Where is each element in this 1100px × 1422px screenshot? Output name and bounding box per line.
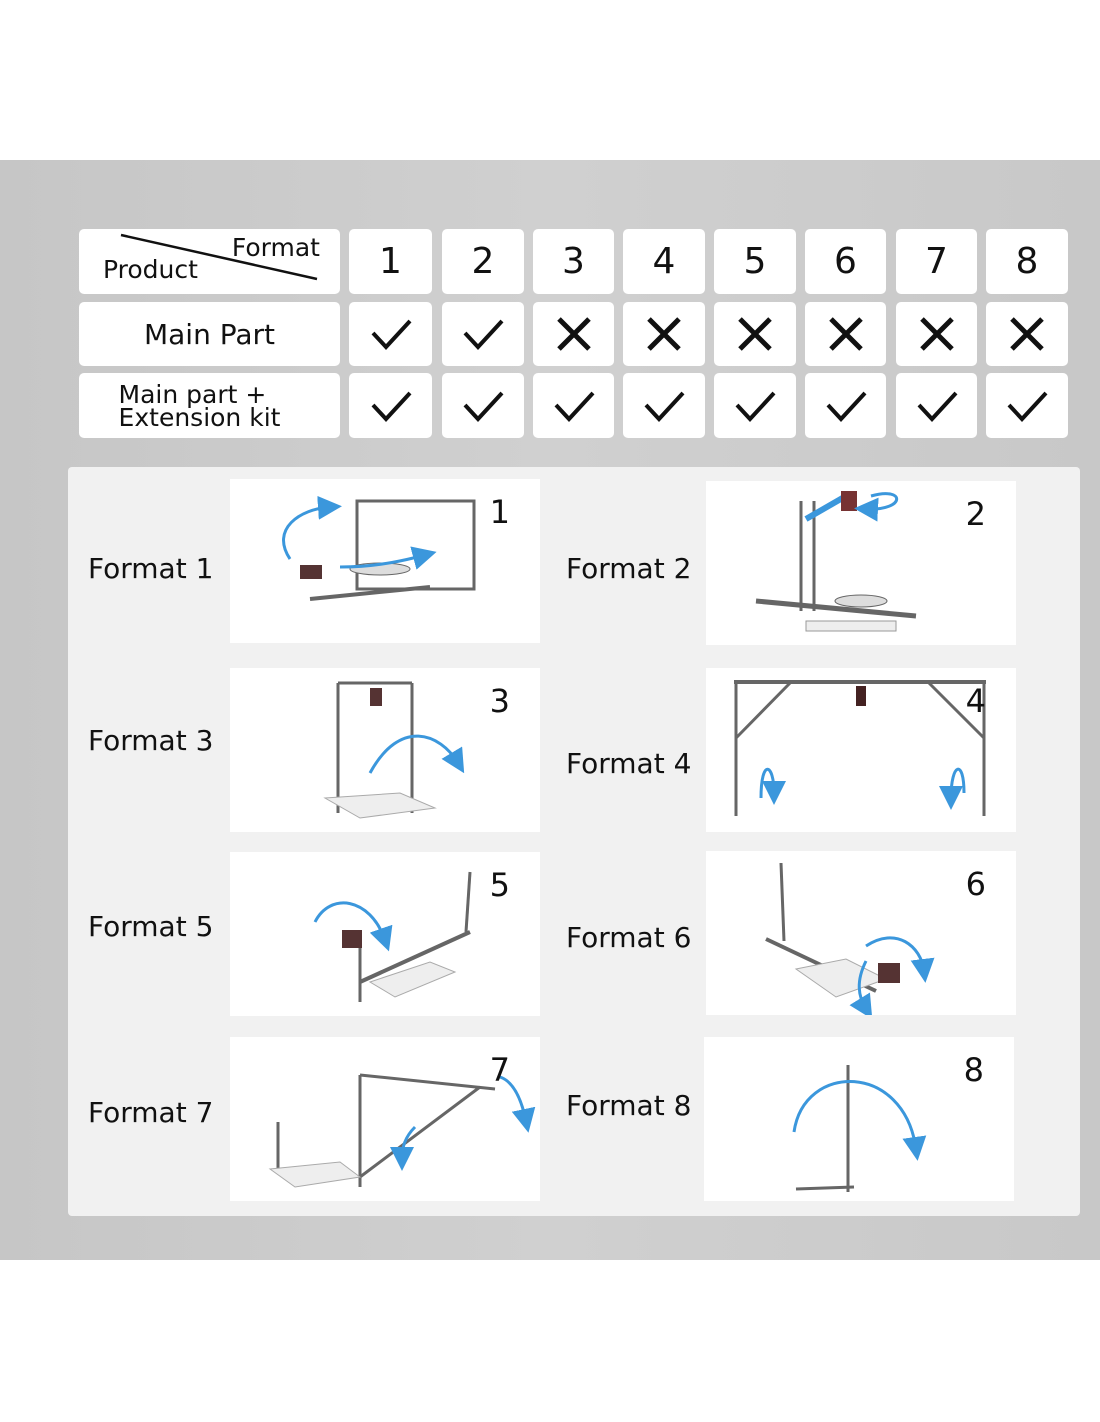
corner-product-label: Product xyxy=(103,255,198,284)
check-icon xyxy=(463,391,504,422)
format-column-header: 2 xyxy=(442,229,524,294)
format-label: Format 7 xyxy=(88,1096,214,1129)
supported-cell xyxy=(442,302,524,366)
cross-icon xyxy=(919,317,954,351)
format-column-header: 4 xyxy=(623,229,705,294)
format-1-illustration: 1 xyxy=(230,479,540,643)
rotation-arrow xyxy=(759,767,786,805)
format-label: Format 6 xyxy=(566,921,692,954)
row-label-text: Main Part xyxy=(143,317,276,351)
unsupported-cell xyxy=(896,302,977,366)
format-8-illustration: 8 xyxy=(704,1037,1014,1201)
format-number: 5 xyxy=(489,866,510,904)
supported-cell xyxy=(805,373,886,438)
rotation-arrow xyxy=(854,492,899,522)
supported-cell xyxy=(349,373,432,438)
supported-cell xyxy=(896,373,977,438)
cross-icon xyxy=(828,317,863,351)
rotation-arrow xyxy=(792,1079,927,1161)
format-number: 1 xyxy=(489,493,510,531)
rotation-arrow xyxy=(339,546,437,570)
rotation-arrow xyxy=(849,960,873,1015)
format-label: Format 8 xyxy=(566,1089,692,1122)
row-label-main-part: Main Part xyxy=(79,302,340,366)
format-number: 8 xyxy=(963,1051,984,1089)
format-column-header: 8 xyxy=(986,229,1068,294)
check-icon xyxy=(644,391,685,422)
row-label-line1: Main part + xyxy=(118,379,267,409)
unsupported-cell xyxy=(623,302,705,366)
check-icon xyxy=(371,391,411,422)
format-number: 4 xyxy=(965,682,986,720)
format-label: Format 2 xyxy=(566,552,692,585)
supported-cell xyxy=(533,373,614,438)
format-3-illustration: 3 xyxy=(230,668,540,832)
format-2-illustration: 2 xyxy=(706,481,1016,645)
format-number: 3 xyxy=(489,682,510,720)
cross-icon xyxy=(1010,317,1044,351)
supported-cell xyxy=(349,302,432,366)
table-corner-header: Format Product xyxy=(79,229,340,294)
unsupported-cell xyxy=(986,302,1068,366)
check-icon xyxy=(735,391,776,422)
format-number: 2 xyxy=(965,495,986,533)
corner-format-label: Format xyxy=(231,233,320,262)
format-number: 6 xyxy=(965,865,986,903)
supported-cell xyxy=(714,373,796,438)
rotation-arrow xyxy=(499,1075,536,1133)
format-7-illustration: 7 xyxy=(230,1037,540,1201)
cross-icon xyxy=(647,317,681,351)
rotation-arrow xyxy=(368,734,465,774)
unsupported-cell xyxy=(533,302,614,366)
cross-icon xyxy=(738,317,772,351)
format-label: Format 5 xyxy=(88,910,214,943)
check-icon xyxy=(1007,391,1048,422)
format-column-header: 1 xyxy=(349,229,432,294)
diagonal-divider xyxy=(120,233,318,281)
unsupported-cell xyxy=(714,302,796,366)
row-label-main-plus-extension: Main part + Extension kit xyxy=(79,373,340,438)
check-icon xyxy=(554,391,594,422)
format-column-header: 7 xyxy=(896,229,977,294)
format-column-header: 5 xyxy=(714,229,796,294)
check-icon xyxy=(826,391,866,422)
format-label: Format 1 xyxy=(88,552,214,585)
supported-cell xyxy=(986,373,1068,438)
check-icon xyxy=(371,319,411,350)
supported-cell xyxy=(623,373,705,438)
format-label: Format 3 xyxy=(88,724,214,757)
cross-icon xyxy=(556,317,591,351)
rotation-arrow xyxy=(390,1125,417,1171)
format-column-header: 3 xyxy=(533,229,614,294)
format-number: 7 xyxy=(489,1051,510,1089)
format-5-illustration: 5 xyxy=(230,852,540,1016)
rotation-arrow xyxy=(865,936,935,983)
format-4-illustration: 4 xyxy=(706,668,1016,832)
check-icon xyxy=(917,391,957,422)
rotation-arrow xyxy=(282,495,342,560)
format-column-header: 6 xyxy=(805,229,886,294)
supported-cell xyxy=(442,373,524,438)
format-label: Format 4 xyxy=(566,747,692,780)
check-icon xyxy=(463,319,504,350)
unsupported-cell xyxy=(805,302,886,366)
rotation-arrow xyxy=(939,767,966,810)
format-6-illustration: 6 xyxy=(706,851,1016,1015)
row-label-line2: Extension kit xyxy=(118,402,281,432)
rotation-arrow xyxy=(313,901,393,952)
